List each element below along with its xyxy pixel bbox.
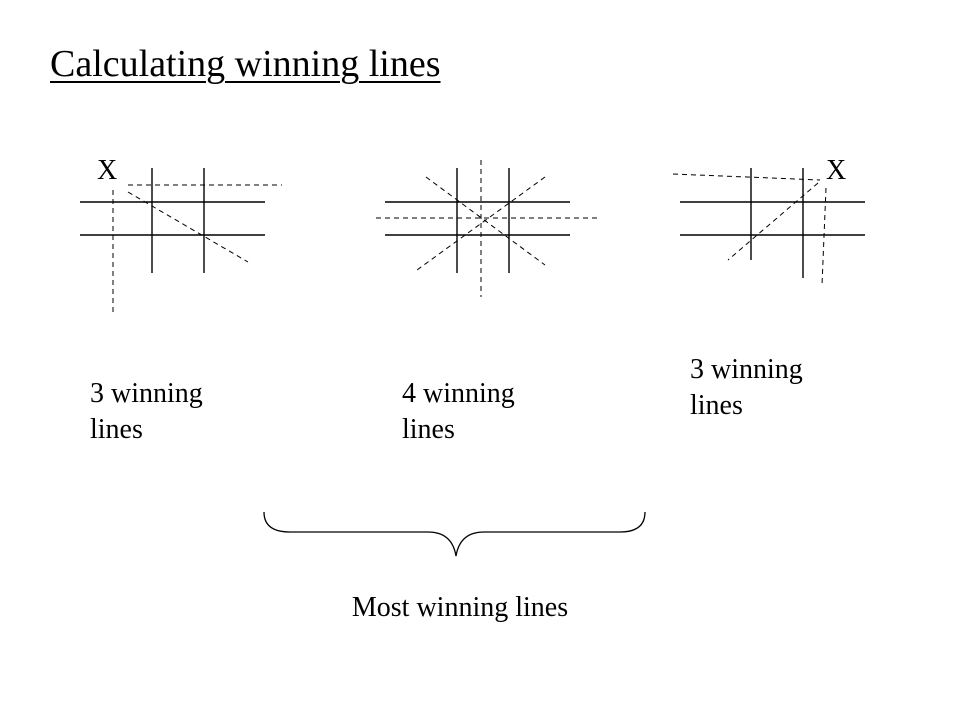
caption-right-corner: 3 winning lines	[690, 354, 803, 421]
winning-line	[425, 176, 546, 266]
summary-label: Most winning lines	[351, 592, 569, 623]
winning-line	[672, 173, 821, 181]
x-mark: X	[97, 155, 118, 186]
page-title: Calculating winning lines	[50, 43, 441, 85]
caption-corner: 3 winning lines	[90, 378, 203, 445]
winning-line	[727, 182, 819, 261]
x-mark: X	[826, 155, 847, 186]
winning-line	[821, 187, 827, 286]
caption-center: 4 winning lines	[402, 378, 515, 445]
